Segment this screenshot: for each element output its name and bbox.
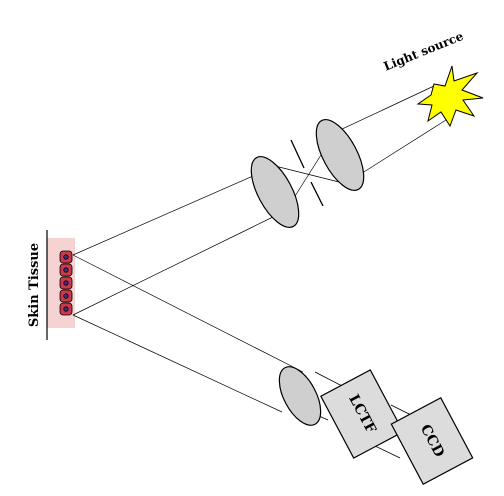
aperture-stop: [290, 139, 324, 207]
illumination-lens-2: [315, 119, 365, 191]
lctf-filter: LCTF: [320, 369, 404, 459]
cell-stack-icon: [59, 250, 73, 316]
light-source-label: Light source: [382, 29, 466, 74]
objective-lens: [278, 366, 322, 426]
ccd-camera: CCD: [390, 397, 474, 485]
collection-rays: [72, 254, 304, 413]
illumination-lens-1: [250, 156, 300, 228]
illumination-rays: [72, 85, 447, 316]
skin-tissue-label: Skin Tissue: [27, 243, 42, 327]
starburst-icon: [416, 65, 484, 128]
skin-tissue: Skin Tissue: [27, 230, 75, 340]
